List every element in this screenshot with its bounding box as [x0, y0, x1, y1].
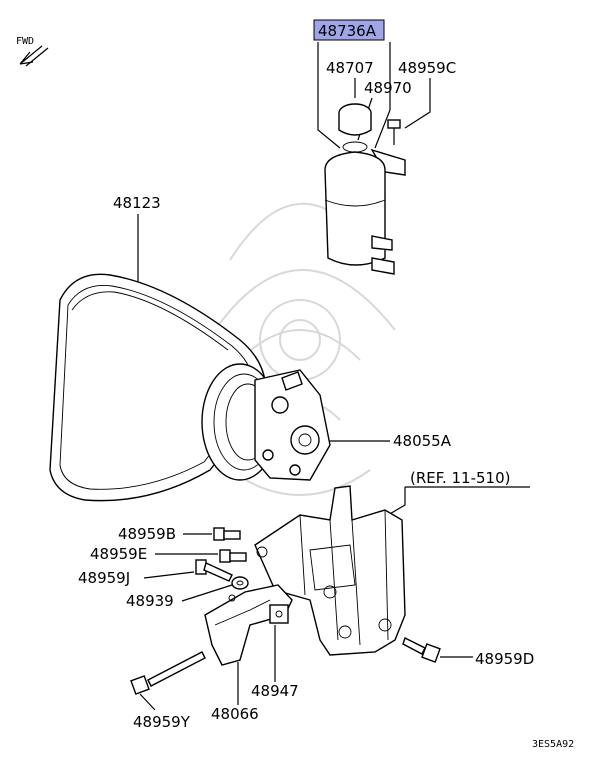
label-bracket[interactable]: 48066 [211, 705, 259, 723]
power-steering-pump [201, 363, 331, 481]
label-belt[interactable]: 48123 [113, 194, 161, 212]
label-pump[interactable]: 48055A [393, 432, 452, 450]
diagram-code: 3ES5A92 [532, 739, 574, 750]
bolt-y [130, 651, 206, 695]
bolt-j [195, 559, 233, 582]
label-reservoir-assy[interactable]: 48736A [318, 22, 377, 40]
label-bolt-e[interactable]: 48959E [90, 545, 147, 563]
mounting-bracket-ref [254, 485, 406, 656]
label-bolt-d[interactable]: 48959D [475, 650, 534, 668]
label-washer[interactable]: 48939 [126, 592, 174, 610]
adjuster-bracket [204, 584, 293, 666]
label-bracket-small[interactable]: 48947 [251, 682, 299, 700]
label-oring[interactable]: 48970 [364, 79, 412, 97]
label-bolt-y[interactable]: 48959Y [133, 713, 191, 731]
bolt-b [213, 527, 241, 541]
reservoir-assy-highlight [313, 19, 385, 41]
label-cap[interactable]: 48707 [326, 59, 374, 77]
label-ref: (REF. 11-510) [410, 469, 511, 487]
label-bolt-c[interactable]: 48959C [398, 59, 456, 77]
label-bolt-b[interactable]: 48959B [118, 525, 176, 543]
reservoir-tank [324, 103, 406, 275]
forward-arrow-icon [19, 45, 49, 67]
label-bolt-j[interactable]: 48959J [78, 569, 130, 587]
watermark-emblem [214, 202, 396, 496]
bolt-d [402, 637, 441, 663]
bolt-e [219, 549, 247, 563]
fwd-label: FWD [16, 36, 34, 47]
washer [231, 576, 249, 590]
